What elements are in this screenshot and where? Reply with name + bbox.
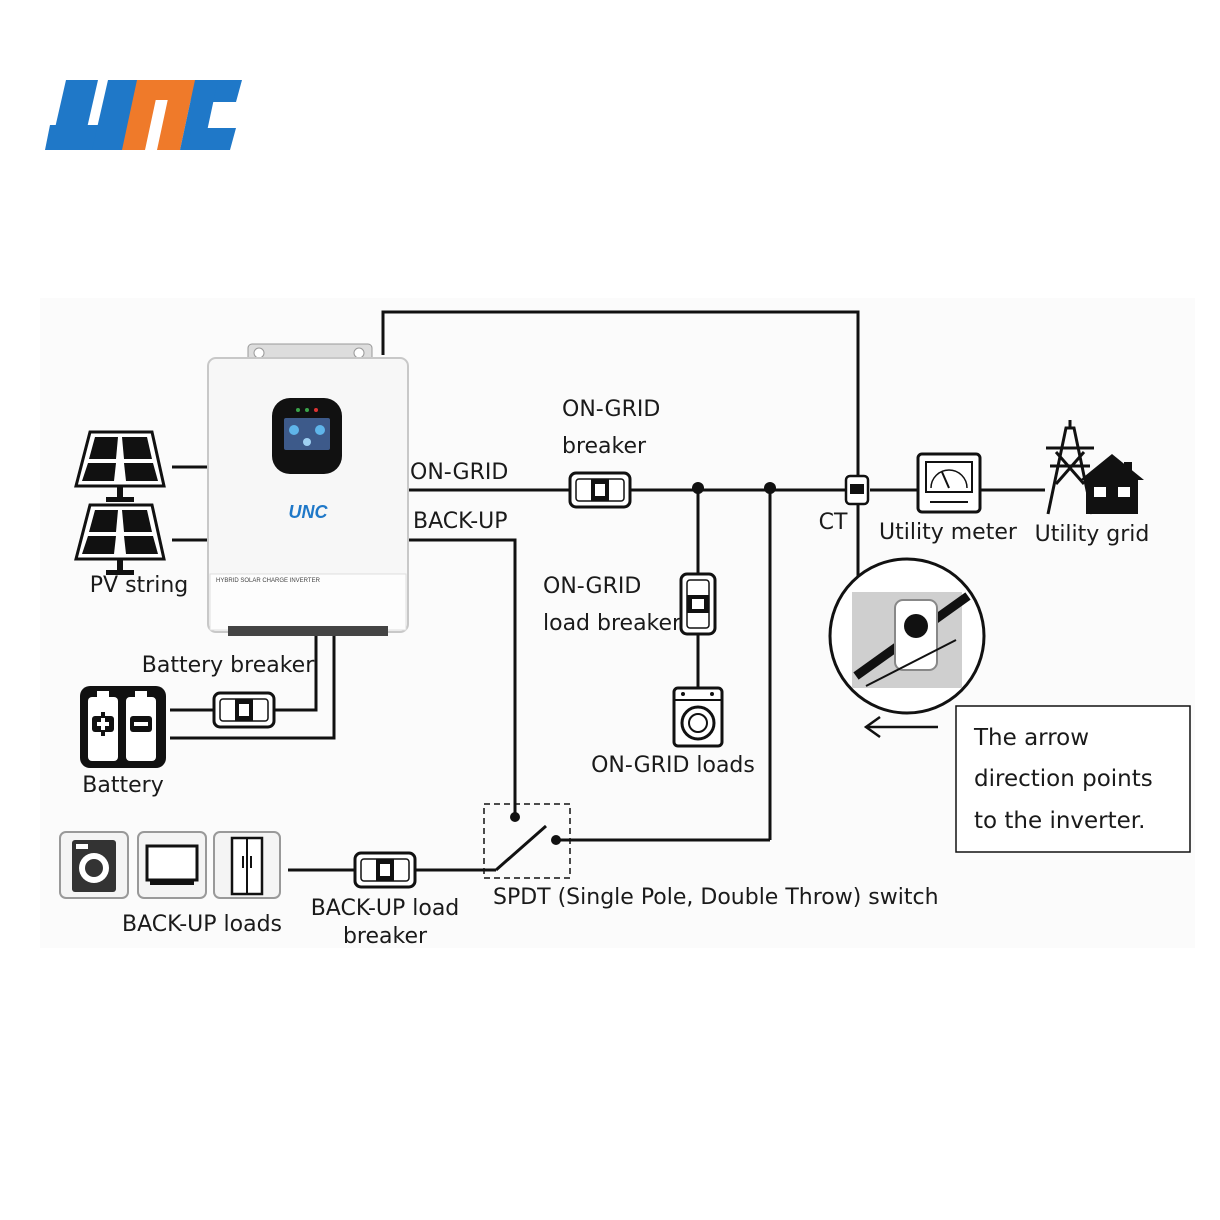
battery-label: Battery xyxy=(82,773,163,798)
tv-icon xyxy=(137,831,207,899)
back-up-load-breaker-icon xyxy=(347,851,423,889)
back-up-load-breaker-label-1: BACK-UP load xyxy=(311,896,460,921)
back-up-load-breaker-label-2: breaker xyxy=(343,924,428,949)
pv-string-label: PV string xyxy=(90,573,188,598)
back-up-line-label: BACK-UP xyxy=(413,509,508,534)
hybrid-inverter: UNC HYBRID SOLAR CHARGE INVERTER xyxy=(207,343,409,636)
on-grid-breaker-label-1: ON-GRID xyxy=(562,397,660,422)
utility-grid-label: Utility grid xyxy=(1035,522,1150,547)
arrow-left-icon xyxy=(863,715,938,739)
brand-logo xyxy=(45,80,242,150)
wires xyxy=(170,310,1045,872)
ct-clamp-icon xyxy=(844,474,870,506)
washing-machine-icon xyxy=(672,686,724,748)
on-grid-line-label: ON-GRID xyxy=(410,460,508,485)
refrigerator-icon xyxy=(213,831,281,899)
on-grid-breaker-icon xyxy=(562,471,638,509)
inverter-model-label: HYBRID SOLAR CHARGE INVERTER xyxy=(216,578,321,584)
note-line-2: direction points xyxy=(974,766,1153,792)
battery-breaker-label: Battery breaker xyxy=(142,653,315,678)
note-box: The arrow direction points to the invert… xyxy=(955,705,1191,853)
on-grid-loads-label: ON-GRID loads xyxy=(591,753,755,778)
spdt-switch-label: SPDT (Single Pole, Double Throw) switch xyxy=(493,885,939,910)
back-up-loads-label: BACK-UP loads xyxy=(122,912,282,937)
note-line-3: to the inverter. xyxy=(974,808,1145,834)
on-grid-load-breaker-icon xyxy=(679,566,717,642)
house-icon xyxy=(1080,454,1144,514)
transmission-tower-icon xyxy=(1046,420,1094,515)
ct-label: CT xyxy=(819,510,848,535)
on-grid-breaker-label-2: breaker xyxy=(562,434,647,459)
back-up-loads-group xyxy=(59,831,281,899)
on-grid-load-breaker-label-1: ON-GRID xyxy=(543,574,641,599)
battery-icon xyxy=(80,686,166,768)
battery-breaker-icon xyxy=(206,691,282,729)
ct-detail-callout xyxy=(828,557,986,715)
utility-meter-icon xyxy=(916,452,982,514)
junction-dot xyxy=(764,482,776,494)
washing-machine-icon xyxy=(59,831,129,899)
on-grid-load-breaker-label-2: load breaker xyxy=(543,611,682,636)
spdt-switch-icon xyxy=(483,803,571,879)
utility-meter-label: Utility meter xyxy=(879,520,1018,545)
inverter-logo: UNC xyxy=(289,502,329,522)
junction-dot xyxy=(692,482,704,494)
note-line-1: The arrow xyxy=(973,725,1089,751)
